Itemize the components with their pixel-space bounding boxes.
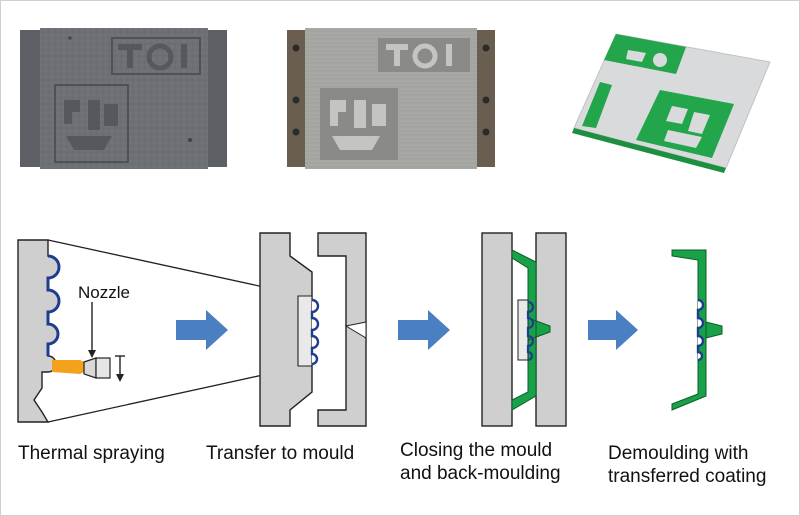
photo-transferred-plate: [287, 28, 495, 169]
closed-insert: [517, 299, 529, 361]
step-caption-demoulding: Demoulding with transferred coating: [608, 442, 766, 488]
step-transfer-diagram: [259, 232, 367, 427]
sprayed-coating: [46, 254, 61, 356]
injection-gate: [344, 321, 367, 339]
photo-moulded-part: [572, 33, 771, 173]
caption-line-1: Closing the mould: [400, 440, 553, 461]
caption-line-2: transferred coating: [608, 466, 767, 487]
mould-closed-left: [481, 232, 513, 427]
step-demoulding-diagram: [671, 249, 723, 411]
insert-coating: [310, 298, 320, 366]
demoulded-coating: [696, 298, 705, 362]
process-arrow-3: [588, 310, 638, 350]
mould-insert-section: [17, 239, 60, 423]
process-arrow-2: [398, 310, 450, 350]
caption-line-2: and back-moulding: [400, 463, 561, 484]
step-caption-thermal-spraying: Thermal spraying: [18, 442, 165, 465]
coated-insert: [297, 295, 313, 367]
step-caption-back-moulding: Closing the mould and back-moulding: [400, 439, 561, 485]
caption-line-1: Thermal spraying: [18, 443, 165, 464]
mould-half-right: [317, 232, 367, 427]
nozzle-label: Nozzle: [78, 283, 130, 302]
nozzle-icon: [83, 357, 111, 379]
photo-sprayed-plate: [20, 28, 227, 169]
process-arrow-1: [176, 310, 228, 350]
spray-jet: [52, 360, 88, 374]
mould-half-left: [259, 232, 313, 427]
caption-line-1: Transfer to mould: [206, 443, 355, 464]
zoom-line-top: [47, 239, 297, 295]
step-back-moulding-diagram: [481, 232, 567, 427]
closed-coating: [526, 300, 535, 362]
demoulded-part: [671, 249, 723, 411]
step-caption-transfer: Transfer to mould: [206, 442, 354, 465]
caption-line-1: Demoulding with: [608, 443, 749, 464]
